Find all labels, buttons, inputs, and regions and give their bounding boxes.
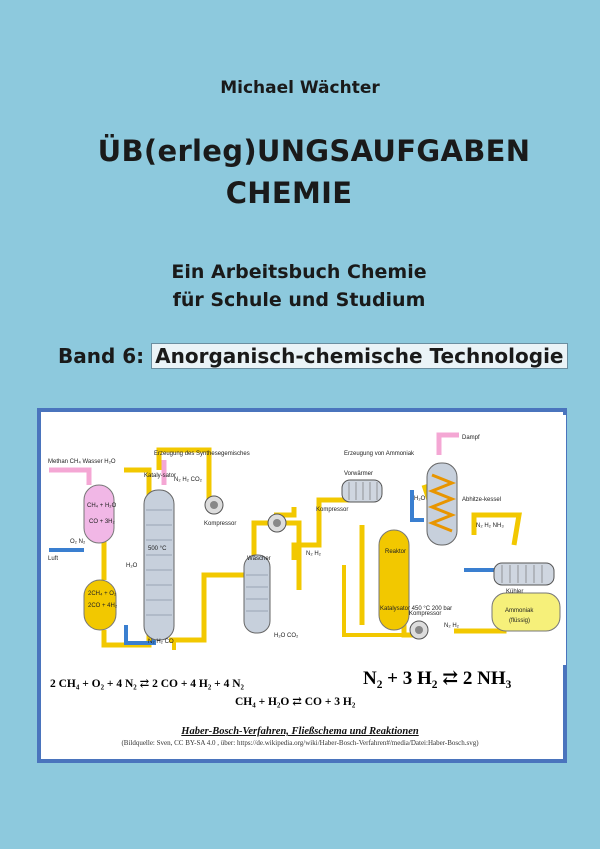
label-inlet: Methan CH₄ Wasser H₂O [48, 459, 116, 465]
label-kompressor-1: Kompressor [204, 521, 236, 527]
label-n2h2-2: N₂ H₂ [444, 623, 460, 629]
label-n2h2: N₂ H₂ [306, 551, 322, 557]
secondary-reformer [83, 579, 117, 631]
band-topic: Anorganisch-chemische Technologie [151, 343, 568, 369]
label-h2o-1: H₂O [126, 563, 138, 569]
label-h2oco2: H₂O CO₂ [274, 633, 299, 639]
label-n2h2co: N₂ H₂ CO [148, 639, 174, 645]
label-reaktor: Reaktor [385, 549, 406, 555]
figure-caption: Haber-Bosch-Verfahren, Fließschema und R… [181, 726, 419, 737]
title-line-1: ÜB(erleg)UNGSAUFGABEN [97, 134, 531, 168]
equation-1: 2 CH₄ + O₂ + 4 N₂ ⇄ 2 CO + 4 H₂ + 4 N₂ [50, 678, 244, 690]
label-reformer-top: CH₄ + H₂O [87, 503, 117, 509]
label-waescher: Wäscher [247, 556, 271, 562]
label-vorwaermer: Vorwärmer [344, 471, 373, 477]
label-katalysator-2: Katalysator 450 °C 200 bar [380, 606, 452, 612]
label-reformer-bottom: CO + 3H₂ [89, 519, 116, 525]
label-h2o-2: H₂O [414, 496, 426, 502]
figure-source: (Bildquelle: Sven, CC BY-SA 4.0 , über: … [121, 739, 479, 747]
label-kuehler: Kühler [506, 589, 523, 595]
label-second-bottom: 2CO + 4H₂ [88, 603, 118, 609]
primary-reformer [83, 484, 115, 544]
title-line-2: CHEMIE [225, 176, 353, 210]
equation-2: CH₄ + H₂O ⇄ CO + 3 H₂ [235, 696, 356, 708]
band-label: Band 6: [58, 344, 145, 368]
ammonia-tank [491, 592, 561, 632]
label-500: 500 °C [148, 546, 167, 552]
haber-bosch-diagram: Erzeugung des Synthesegemisches Erzeugun… [44, 415, 566, 665]
label-dampf: Dampf [462, 435, 480, 441]
heading-right: Erzeugung von Ammoniak [344, 451, 415, 457]
heading-left: Erzeugung des Synthesegemisches [154, 451, 250, 457]
label-second-top: 2CH₄ + O₂ [88, 591, 117, 597]
label-luft: Luft [48, 556, 58, 562]
label-fluessig: (flüssig) [509, 618, 530, 624]
reactor [378, 529, 410, 631]
equation-3: N₂ + 3 H₂ ⇄ 2 NH₃ [363, 668, 512, 689]
label-kompressor-2: Kompressor [316, 507, 348, 513]
subtitle-line-2: für Schule und Studium [172, 289, 426, 311]
catalyst-column [143, 489, 175, 641]
label-ammoniak: Ammoniak [505, 608, 534, 614]
figure-frame: Erzeugung des Synthesegemisches Erzeugun… [37, 408, 567, 763]
equations-box [43, 662, 562, 709]
label-o2n2: O₂ N₂ [70, 539, 86, 545]
cooler [493, 562, 555, 586]
label-katalysator: Kataly-sator [144, 473, 176, 479]
label-abhitzekessel: Abhitze-kessel [462, 497, 501, 503]
label-n2h2nh3: N₂ H₂ NH₃ [476, 523, 504, 529]
label-n2h2co2: N₂ H₂ CO₂ [174, 477, 203, 483]
author-name: Michael Wächter [220, 78, 380, 98]
band-heading: Band 6: Anorganisch-chemische Technologi… [58, 343, 568, 369]
preheater [341, 479, 383, 503]
subtitle-line-1: Ein Arbeitsbuch Chemie [171, 261, 427, 283]
washer-column [243, 554, 271, 634]
label-kompressor-3: Kompressor [409, 611, 441, 617]
